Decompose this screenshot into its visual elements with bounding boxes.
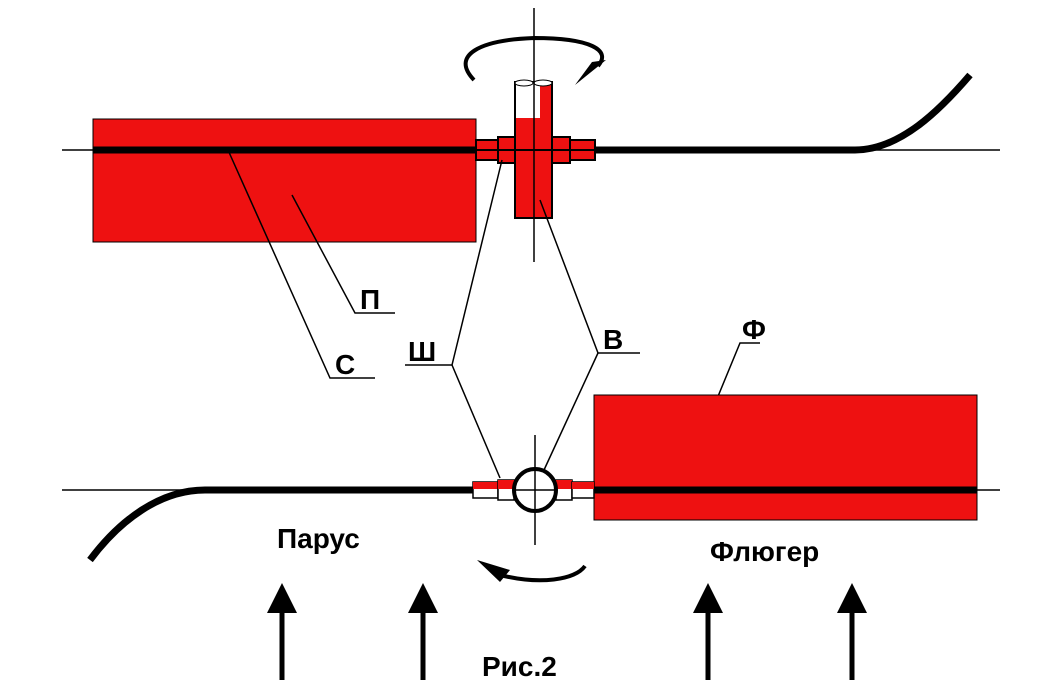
label-sh: Ш (408, 336, 436, 367)
vane-panel (593, 394, 978, 521)
label-v: В (603, 324, 623, 355)
rotation-arrowhead-top (575, 60, 606, 85)
rotation-arrowhead-bottom (477, 560, 510, 582)
label-vane: Флюгер (710, 536, 819, 567)
label-p: П (360, 284, 380, 315)
wind-arrows (267, 583, 867, 680)
rotation-arrow-top (463, 35, 605, 82)
label-f: Ф (742, 314, 766, 345)
sail-panel-top (92, 118, 477, 243)
label-sail: Парус (277, 523, 360, 554)
label-s: С (335, 349, 355, 380)
hub-bottom (472, 467, 595, 513)
rod-top (93, 72, 973, 154)
hub-top (475, 79, 596, 219)
rotation-arrow-bottom (499, 564, 587, 583)
rod-bottom (87, 486, 475, 563)
figure-caption: Рис.2 (482, 651, 557, 682)
